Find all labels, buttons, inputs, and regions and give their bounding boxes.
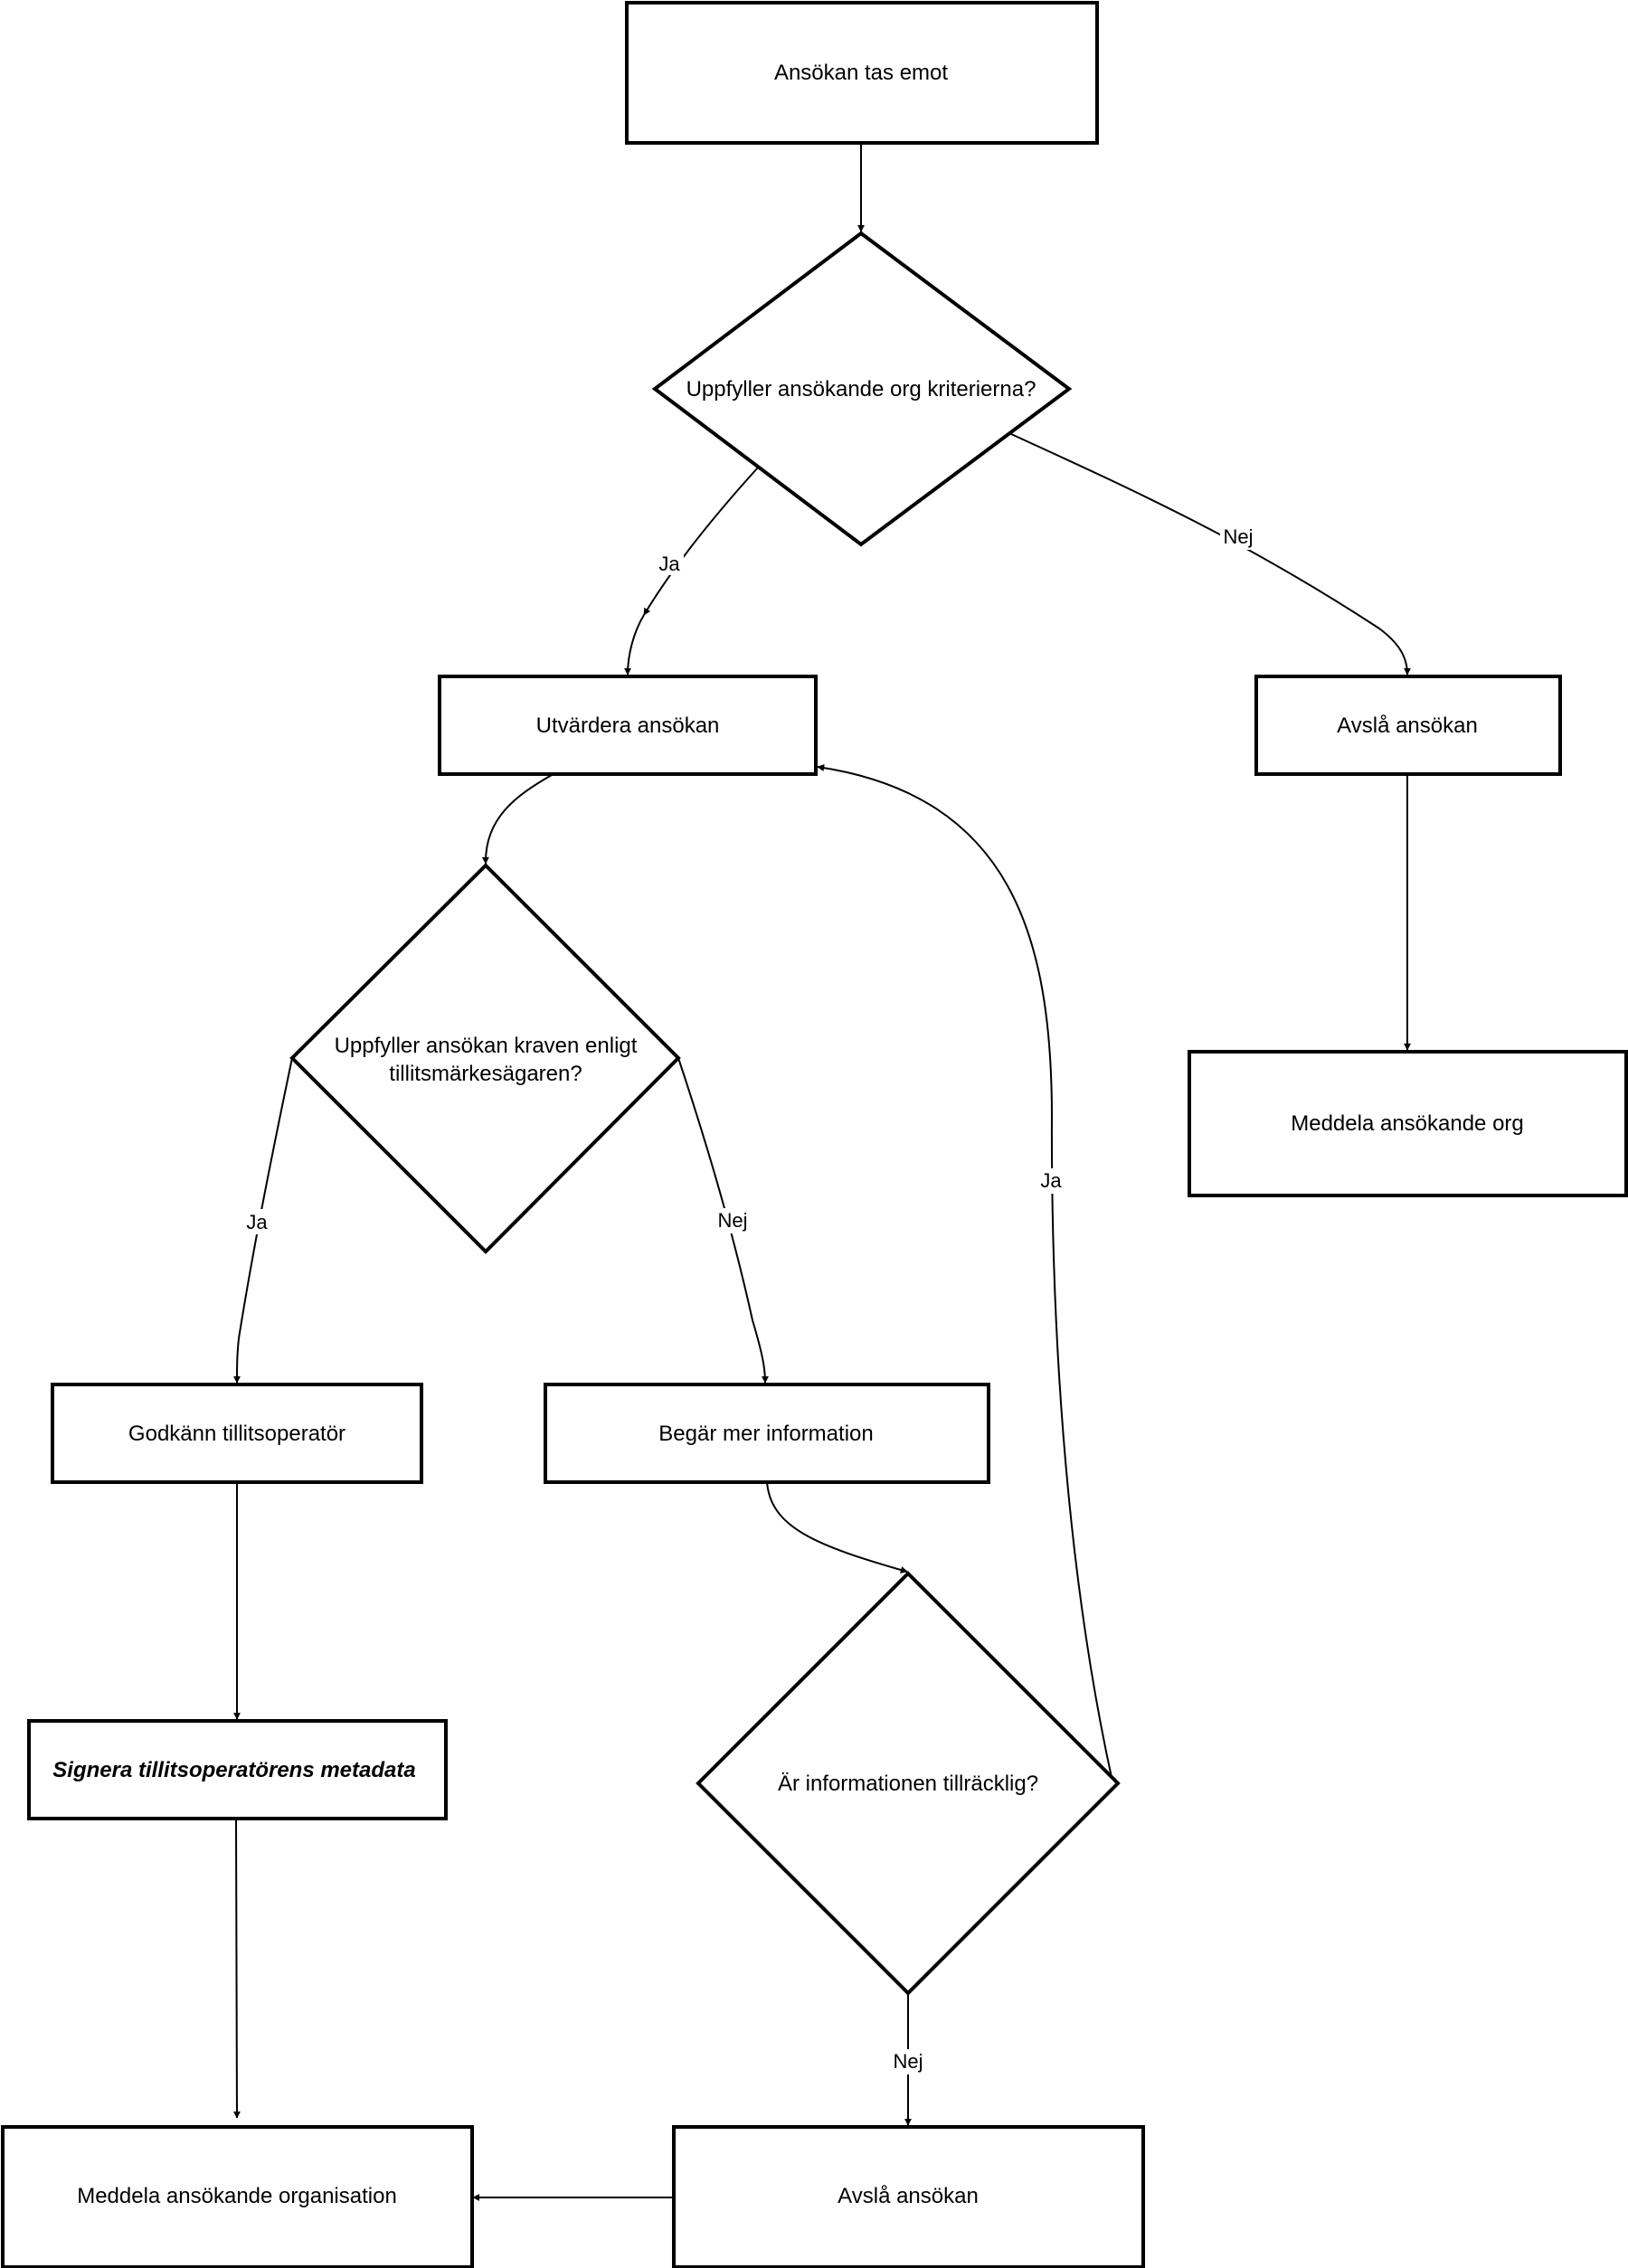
- node-reject-bottom-label: Avslå ansökan: [838, 2184, 979, 2208]
- edge-label-info-no: Nej: [893, 2050, 923, 2073]
- edge-request-to-info: [766, 1481, 908, 1573]
- node-receive-label: Ansökan tas emot: [774, 61, 948, 85]
- node-evaluate-label: Utvärdera ansökan: [536, 713, 720, 738]
- edge-info-yes-to-evaluate: [817, 764, 1113, 1782]
- node-notify-org-label: Meddela ansökande org: [1291, 1111, 1524, 1136]
- node-reject-top-label: Avslå ansökan: [1337, 713, 1478, 738]
- node-notify-org: Meddela ansökande org: [1188, 1050, 1628, 1197]
- edge-criteria-no-to-reject: [1010, 433, 1411, 676]
- node-sign-metadata: Signera tillitsoperatörens metadata: [27, 1719, 448, 1820]
- edges: [232, 143, 1411, 2201]
- node-info-decision-label: Är informationen tillräcklig?: [778, 1772, 1038, 1796]
- node-requirements-decision-label-line1: Uppfyller ansökan kraven enligt: [335, 1034, 638, 1058]
- node-request-info-label: Begär mer information: [658, 1422, 873, 1446]
- edge-label-criteria-no: Nej: [1223, 525, 1253, 548]
- edge-label-requirements-no: Nej: [717, 1209, 747, 1232]
- node-notify-organisation-label: Meddela ansökande organisation: [77, 2184, 397, 2208]
- node-notify-organisation: Meddela ansökande organisation: [1, 2125, 474, 2268]
- node-criteria-decision-label: Uppfyller ansökande org kriterierna?: [686, 377, 1036, 402]
- edge-labels: Ja Nej Ja Nej Ja Nej: [242, 524, 1256, 2074]
- edge-label-info-yes: Ja: [1040, 1169, 1062, 1192]
- node-request-info: Begär mer information: [544, 1383, 990, 1484]
- edge-criteria-yes-to-evaluate: [643, 467, 759, 616]
- node-reject-top: Avslå ansökan: [1254, 675, 1562, 776]
- node-reject-bottom: Avslå ansökan: [672, 2125, 1145, 2268]
- node-evaluate: Utvärdera ansökan: [438, 675, 818, 776]
- edge-requirements-yes-to-approve: [233, 1057, 293, 1384]
- node-approve-label: Godkänn tillitsoperatör: [128, 1422, 345, 1446]
- node-receive: Ansökan tas emot: [625, 1, 1099, 145]
- node-criteria-decision: Uppfyller ansökande org kriterierna?: [651, 231, 1073, 547]
- edge-evaluate-to-requirements: [481, 774, 553, 865]
- node-sign-metadata-label: Signera tillitsoperatörens metadata: [52, 1758, 415, 1782]
- edge-requirements-no-to-request: [677, 1057, 769, 1384]
- node-approve: Godkänn tillitsoperatör: [51, 1383, 423, 1484]
- node-info-decision: Är informationen tillräcklig?: [696, 1571, 1121, 1996]
- node-requirements-decision-label-line2: tillitsmärkesägaren?: [389, 1062, 582, 1086]
- edge-sign-to-notify-organisation: [232, 1819, 241, 2119]
- edge-criteria-yes-to-evaluate-tail: [624, 614, 645, 676]
- edge-label-requirements-yes: Ja: [246, 1211, 268, 1233]
- edge-label-criteria-yes: Ja: [658, 553, 680, 575]
- node-requirements-decision: Uppfyller ansökan kraven enligt tillitsm…: [289, 863, 681, 1254]
